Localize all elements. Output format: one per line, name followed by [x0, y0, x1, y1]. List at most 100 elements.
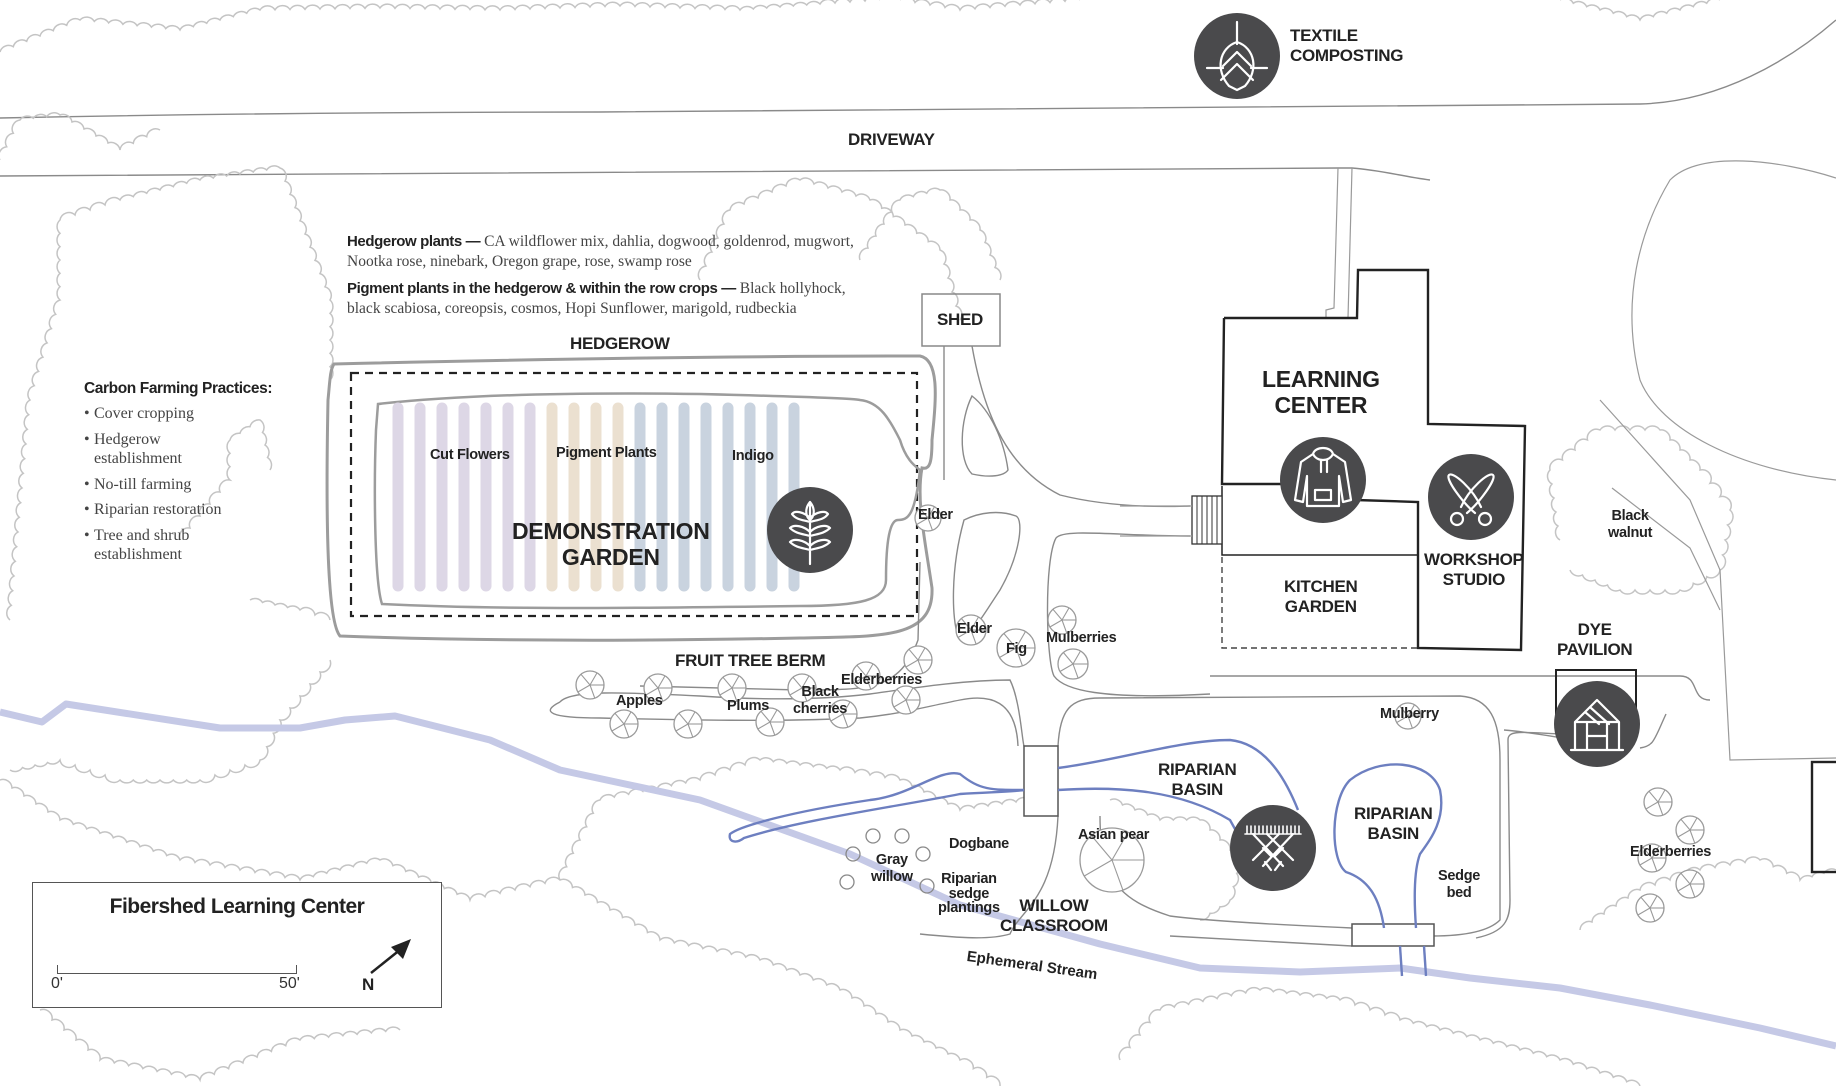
note-heading: Pigment plants in the hedgerow & within …: [347, 280, 736, 297]
willow-classroom-label: WILLOW CLASSROOM: [1000, 896, 1108, 935]
label-line: COMPOSTING: [1290, 45, 1404, 65]
black-walnut-boundary: [1611, 487, 1721, 611]
label-line: BASIN: [1171, 779, 1224, 799]
scale-start-label: 0': [51, 975, 63, 992]
tree-icon: [1637, 843, 1667, 873]
tree-icon: [1643, 787, 1673, 817]
hedgerow-plants-note: Hedgerow plants — CA wildflower mix, dah…: [347, 232, 867, 272]
gray-willow-label: Gray willow: [871, 852, 913, 885]
scissors-icon: [1428, 454, 1514, 540]
practice-item: Hedgerow establishment: [84, 430, 204, 469]
apples-label: Apples: [616, 693, 663, 709]
label-line: Sedge: [1438, 868, 1481, 884]
practice-item: No-till farming: [84, 475, 314, 495]
tree-icon: [1675, 869, 1705, 899]
dye-pavilion-label: DYE PAVILION: [1557, 620, 1633, 659]
tree-canopy: [858, 187, 1002, 281]
tree-icon: [1635, 893, 1665, 923]
label-line: Black: [801, 684, 839, 700]
mulberries-label: Mulberries: [1046, 630, 1117, 646]
tree-icon: [914, 504, 942, 532]
elderberries-berm-label: Elderberries: [841, 672, 923, 688]
tree-icon: [1057, 648, 1089, 680]
label-line: Black: [1611, 508, 1649, 524]
compost-seed-icon: [1194, 13, 1280, 99]
label-line: TEXTILE: [1290, 26, 1358, 45]
tree-canopy: [558, 756, 1061, 881]
dogbane-label: Dogbane: [949, 836, 1009, 852]
elder-label-1: Elder: [918, 507, 953, 523]
garden-bed-outline: [373, 392, 922, 610]
riparian-sedge-label: Riparian sedge plantings: [938, 872, 1000, 916]
black-walnut-label: Black walnut: [1608, 508, 1652, 541]
east-field-boundary: [1631, 160, 1836, 481]
tree-icon: [787, 673, 817, 703]
tree-canopy: [249, 597, 331, 621]
tree-icon: [903, 645, 933, 675]
driveway-edges: [0, 19, 1836, 319]
label-line: CENTER: [1274, 392, 1368, 419]
label-line: bed: [1446, 884, 1472, 901]
note-text: CA wildflower mix, dahlia, dogwood, gold…: [347, 233, 854, 271]
ephemeral-stream: [0, 700, 1836, 1050]
label-line: Riparian: [941, 871, 997, 887]
east-property-line: [1599, 399, 1836, 761]
north-arrow-icon: [370, 939, 411, 974]
hedgerow-label: HEDGEROW: [570, 334, 670, 353]
fig-label: Fig: [1006, 641, 1027, 657]
tree-canopy: [0, 0, 880, 53]
tree-canopy: [900, 0, 1080, 12]
label-line: GARDEN: [561, 544, 660, 571]
learning-center-label: LEARNING CENTER: [1262, 366, 1380, 419]
tree-icon: [955, 614, 987, 646]
plums-label: Plums: [727, 698, 770, 714]
tree-canopy: [1579, 856, 1836, 931]
tree-icon: [643, 673, 673, 703]
shed-label: SHED: [937, 310, 984, 329]
practice-item: Tree and shrub establishment: [84, 526, 214, 565]
label-line: sedge: [948, 885, 990, 902]
tree-icon: [891, 685, 921, 715]
workshop-studio-label: WORKSHOP STUDIO: [1424, 550, 1524, 589]
label-line: STUDIO: [1442, 569, 1506, 589]
tree-canopy: [39, 1008, 401, 1083]
tree-icon: [828, 699, 858, 729]
indigo-label: Indigo: [732, 448, 774, 464]
textile-composting-label: TEXTILE COMPOSTING: [1290, 26, 1403, 65]
gray-willow-plantings: [839, 828, 935, 894]
tree-canopy: [0, 778, 1001, 1086]
east-building: [1810, 760, 1836, 874]
tree-icon: [717, 673, 747, 703]
tree-icon: [1079, 827, 1145, 893]
practice-item: Riparian restoration: [84, 500, 314, 520]
tree-symbols: [575, 504, 1705, 923]
note-text: Black hollyhock, black scabiosa, coreops…: [347, 280, 846, 318]
greenhouse-icon: [1554, 681, 1640, 767]
bridge-west: [1023, 745, 1059, 817]
black-cherries-label: Black cherries: [793, 684, 847, 717]
note-heading: Hedgerow plants —: [347, 233, 481, 250]
label-line: RIPARIAN: [1354, 804, 1433, 823]
label-line: WILLOW: [1019, 896, 1089, 915]
elderberries-east-label: Elderberries: [1630, 844, 1712, 860]
tree-canopy: [6, 165, 334, 621]
label-line: walnut: [1608, 524, 1653, 541]
label-line: CLASSROOM: [1000, 915, 1108, 935]
north-label: N: [362, 975, 375, 994]
map-legend: Fibershed Learning Center 0' 50' N: [32, 882, 442, 1008]
tree-icon: [609, 709, 639, 739]
practice-item: Cover cropping: [84, 404, 314, 424]
label-line: plantings: [938, 900, 1000, 916]
tree-icon: [851, 661, 881, 691]
roots-icon: [1230, 805, 1316, 891]
tree-canopy: [1546, 425, 1734, 595]
elder-label-2: Elder: [957, 621, 992, 637]
scale-end-label: 50': [279, 975, 300, 992]
tree-canopy: [1560, 0, 1720, 22]
tree-canopy: [1109, 798, 1243, 921]
tree-icon: [755, 707, 785, 737]
demonstration-garden-label: DEMONSTRATION GARDEN: [512, 518, 710, 571]
bridge-east: [1351, 923, 1435, 947]
